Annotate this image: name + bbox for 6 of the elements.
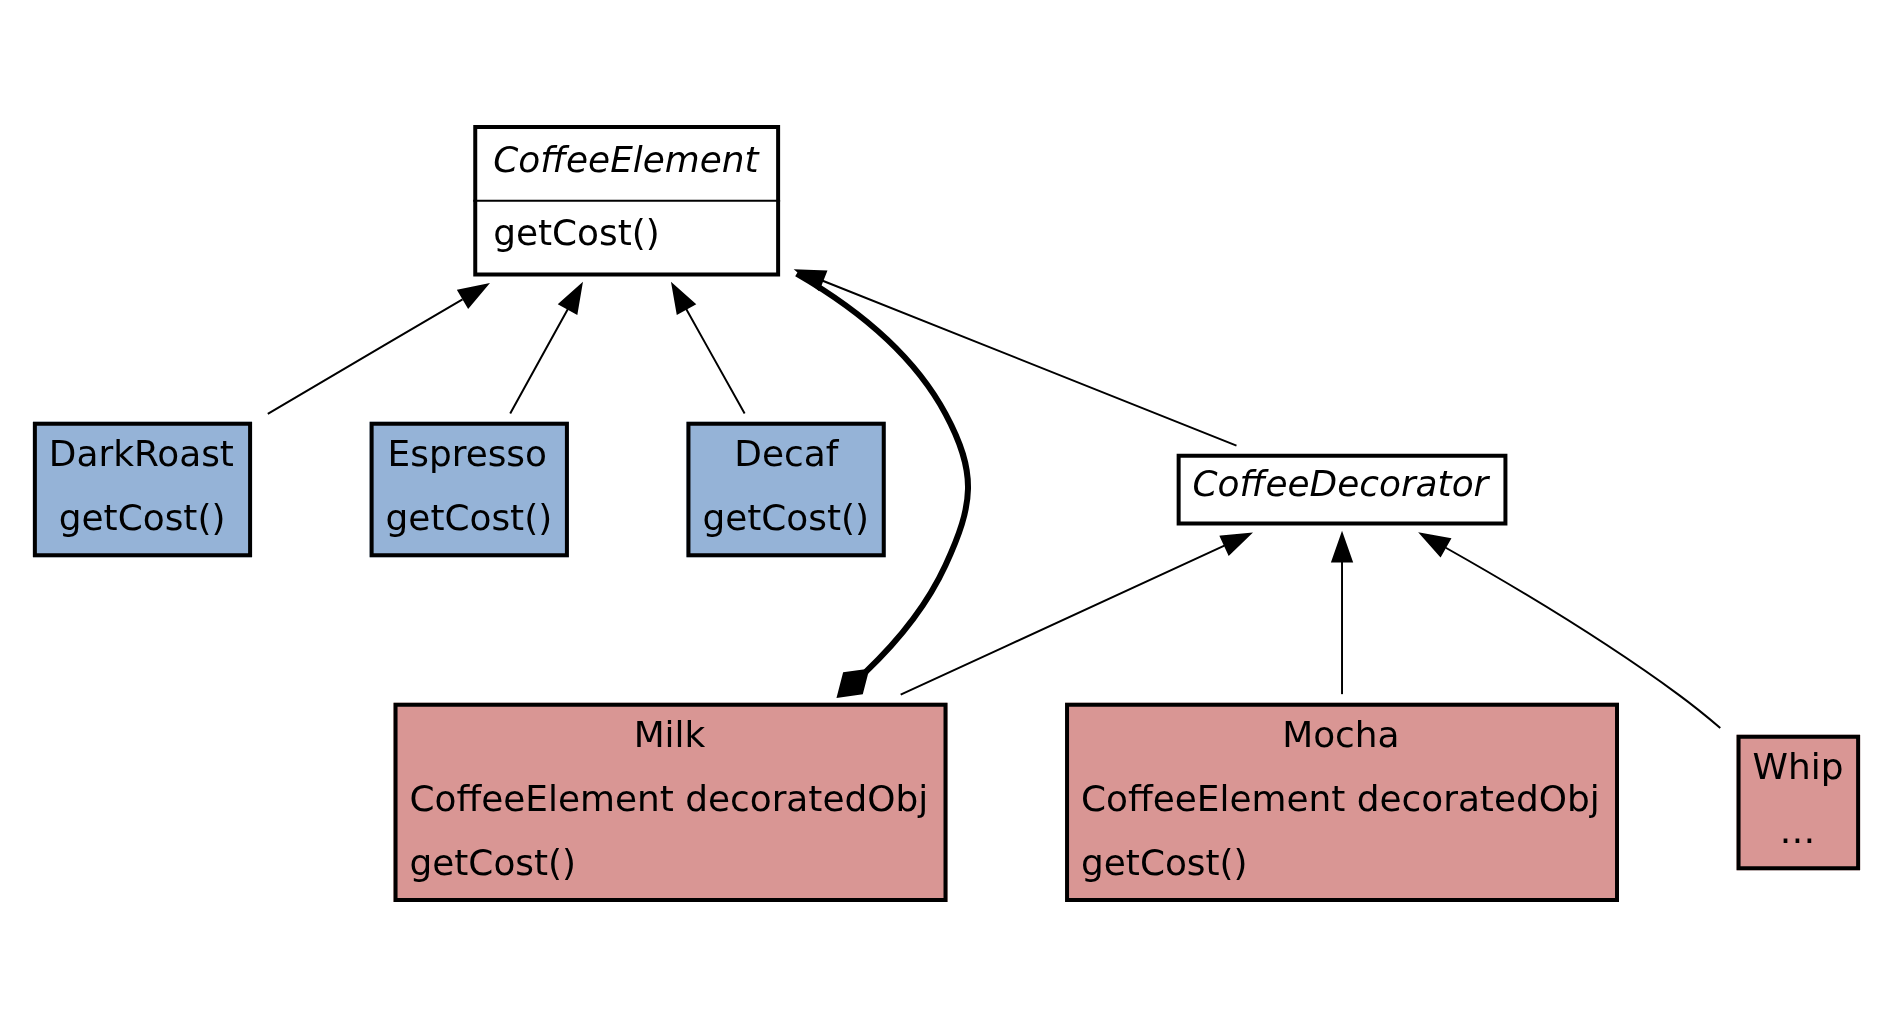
arrow xyxy=(266,283,490,415)
arrow xyxy=(1418,532,1722,729)
arrow xyxy=(899,532,1253,696)
arrow xyxy=(1330,530,1354,696)
arrow xyxy=(509,281,583,415)
arrow xyxy=(670,281,746,415)
